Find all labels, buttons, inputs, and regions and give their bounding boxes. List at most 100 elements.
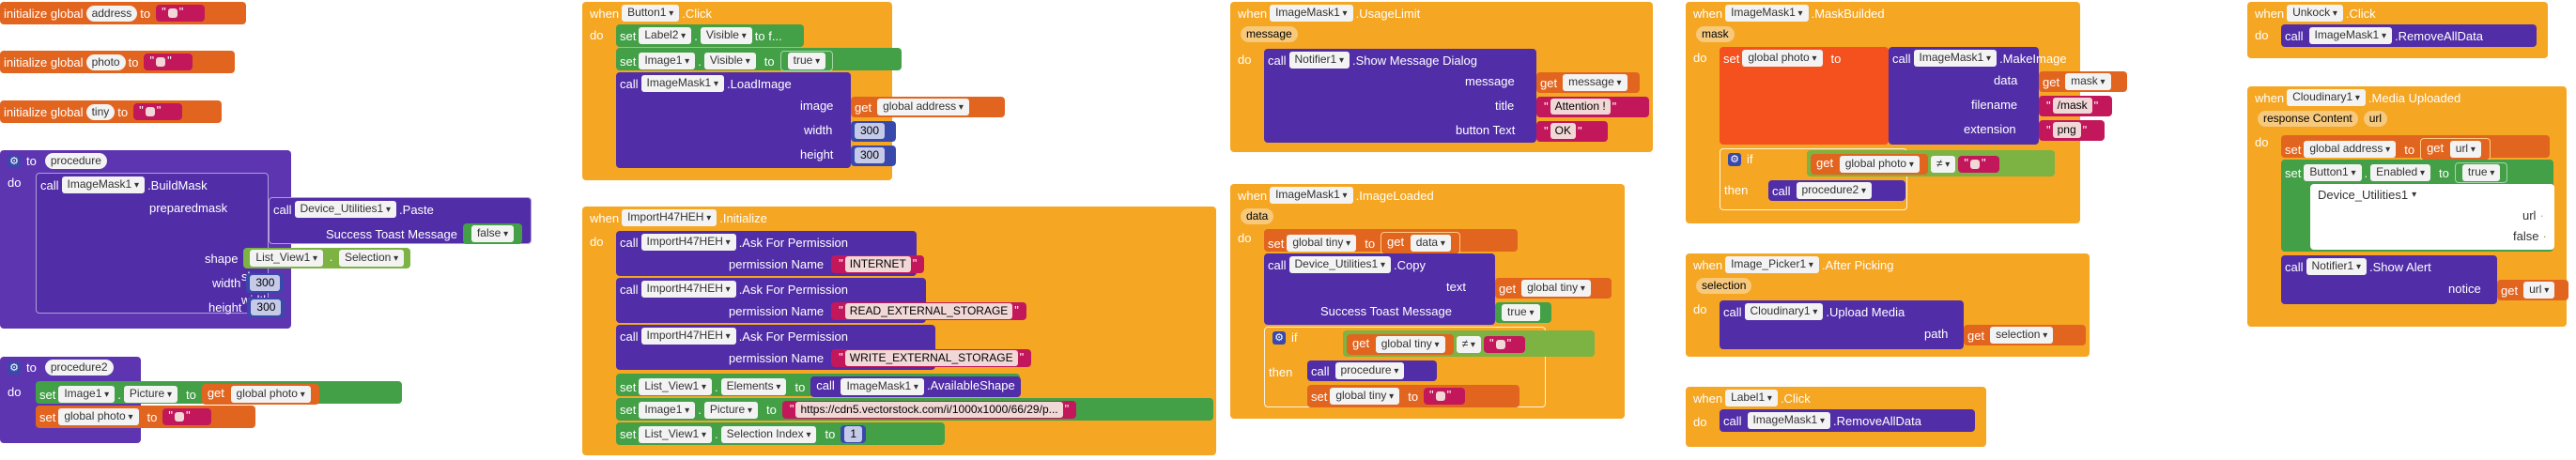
component-dropdown[interactable]: ImageMask1 [640,75,725,92]
variable-dropdown[interactable]: mask [2065,73,2111,90]
event-param[interactable]: response Content [2258,111,2358,127]
boolean-dropdown[interactable]: false [470,225,515,242]
true-block[interactable]: true [779,51,834,71]
number-value[interactable]: 300 [855,147,886,163]
gear-icon[interactable]: ⚙ [1273,330,1286,345]
component-dropdown[interactable]: Image1 [58,386,116,403]
extension-text[interactable]: "png" [2039,120,2105,141]
compare-block[interactable]: get global tiny ≠ "" [1343,330,1595,357]
number-block[interactable]: 300 [247,298,285,317]
number-value[interactable]: 300 [250,275,281,291]
number-block[interactable]: 300 [246,273,285,293]
get-url[interactable]: get url [2420,138,2491,161]
variable-dropdown[interactable]: url [2449,141,2481,158]
set-global-photo[interactable]: set global photo to "" [36,406,255,428]
set-listview-selection-index[interactable]: set List_View1. Selection Index to 1 [616,422,945,445]
text-block[interactable]: "" [144,54,193,70]
component-dropdown[interactable]: ImportH47HEH [622,209,717,226]
get-global-tiny[interactable]: get global tiny [1347,334,1454,355]
property-dropdown[interactable]: Visible [700,27,752,44]
boolean-dropdown[interactable]: true [787,53,826,69]
true-block[interactable]: true [2454,162,2508,183]
gear-icon[interactable]: ⚙ [1728,152,1741,166]
variable-dropdown[interactable]: url [2523,282,2555,299]
variable-dropdown[interactable]: global photo [230,386,311,403]
event-param[interactable]: message [1241,26,1298,42]
get-global-photo[interactable]: get global photo [1811,154,1928,175]
property-dropdown[interactable]: Selection [338,250,405,267]
button-text[interactable]: "OK" [1536,121,1608,142]
set-listview-elements[interactable]: set List_View1. Elements to call ImageMa… [616,374,1021,397]
variable-dropdown[interactable]: global address [877,99,969,115]
text-block[interactable]: "" [162,408,212,425]
text-block[interactable]: "INTERNET" [831,255,925,273]
component-dropdown[interactable]: Cloudinary1 [2287,89,2366,106]
variable-dropdown[interactable]: message [1563,74,1627,91]
component-dropdown[interactable]: Notifier1 [1288,52,1350,69]
component-dropdown[interactable]: Button1 [2304,164,2362,181]
text-value[interactable]: https://cdn5.vectorstock.com/i/1000x1000… [795,402,1063,418]
text-value[interactable]: WRITE_EXTERNAL_STORAGE [844,350,1018,366]
load-image-call[interactable]: call ImageMask1 .LoadImage image width h… [616,72,851,168]
number-value[interactable]: 1 [844,426,863,442]
component-dropdown[interactable]: ImageMask1 [1913,50,1998,67]
property-dropdown[interactable]: Visible [703,53,756,69]
text-block[interactable]: "" [1424,388,1466,405]
component-dropdown[interactable]: ImageMask1 [841,378,924,395]
variable-dropdown[interactable]: global tiny [1287,235,1357,252]
component-dropdown[interactable]: ImageMask1 [2308,27,2393,44]
global-name[interactable]: photo [85,54,126,70]
component-dropdown[interactable]: Device_Utilities1 [294,201,397,218]
variable-dropdown[interactable]: global address [2304,141,2397,158]
component-dropdown[interactable]: Unkock [2287,5,2343,22]
global-photo-block[interactable]: initialize global photo to "" [0,51,235,73]
text-value[interactable]: /mask [2052,98,2092,114]
text-block[interactable]: "" [156,5,206,22]
component-dropdown[interactable]: ImageMask1 [1270,187,1353,204]
text-value[interactable]: OK [1550,123,1576,139]
url-text-block[interactable]: "https://cdn5.vectorstock.com/i/1000x100… [781,401,1077,419]
number-value[interactable]: 300 [855,123,886,139]
text-value[interactable]: png [2052,122,2081,138]
true-block[interactable]: true [1495,302,1551,323]
event-param[interactable]: selection [1696,278,1752,294]
available-shape-call[interactable]: call ImageMask1.AvailableShape [810,376,1021,397]
component-dropdown[interactable]: Image1 [639,53,696,69]
false-block[interactable]: false [462,223,523,244]
variable-dropdown[interactable]: global photo [1839,156,1920,173]
operator-dropdown[interactable]: ≠ [1456,336,1481,353]
component-dropdown[interactable]: Notifier1 [2306,258,2368,275]
property-dropdown[interactable]: Enabled [2370,164,2431,181]
component-dropdown[interactable]: Label2 [639,27,692,44]
global-tiny-block[interactable]: initialize global tiny to "" [0,100,222,123]
set-image-picture[interactable]: set Image1 . Picture to get global photo [36,381,402,405]
paste-call[interactable]: call Device_Utilities1 .Paste Success To… [269,197,532,244]
component-dropdown[interactable]: ImportH47HEH [640,328,736,345]
get-data[interactable]: get data [1381,232,1460,254]
component-dropdown[interactable]: Device_Utilities1 [2318,188,2409,202]
variable-dropdown[interactable]: selection [1990,327,2054,344]
height-number[interactable]: 300 [851,146,896,166]
text-value[interactable]: INTERNET [844,256,911,272]
text-block[interactable]: "" [1958,156,2000,173]
filename-text[interactable]: "/mask" [2039,96,2112,116]
text-block[interactable]: "" [133,103,183,120]
text-value[interactable]: Attention ! [1550,99,1611,115]
compare-block[interactable]: get global photo ≠ "" [1807,150,2055,176]
property-dropdown[interactable]: Picture [703,401,758,419]
set-label2-visible[interactable]: set Label2 . Visible to f... [616,24,804,47]
list-selection-block[interactable]: List_View1 . Selection [243,248,411,268]
